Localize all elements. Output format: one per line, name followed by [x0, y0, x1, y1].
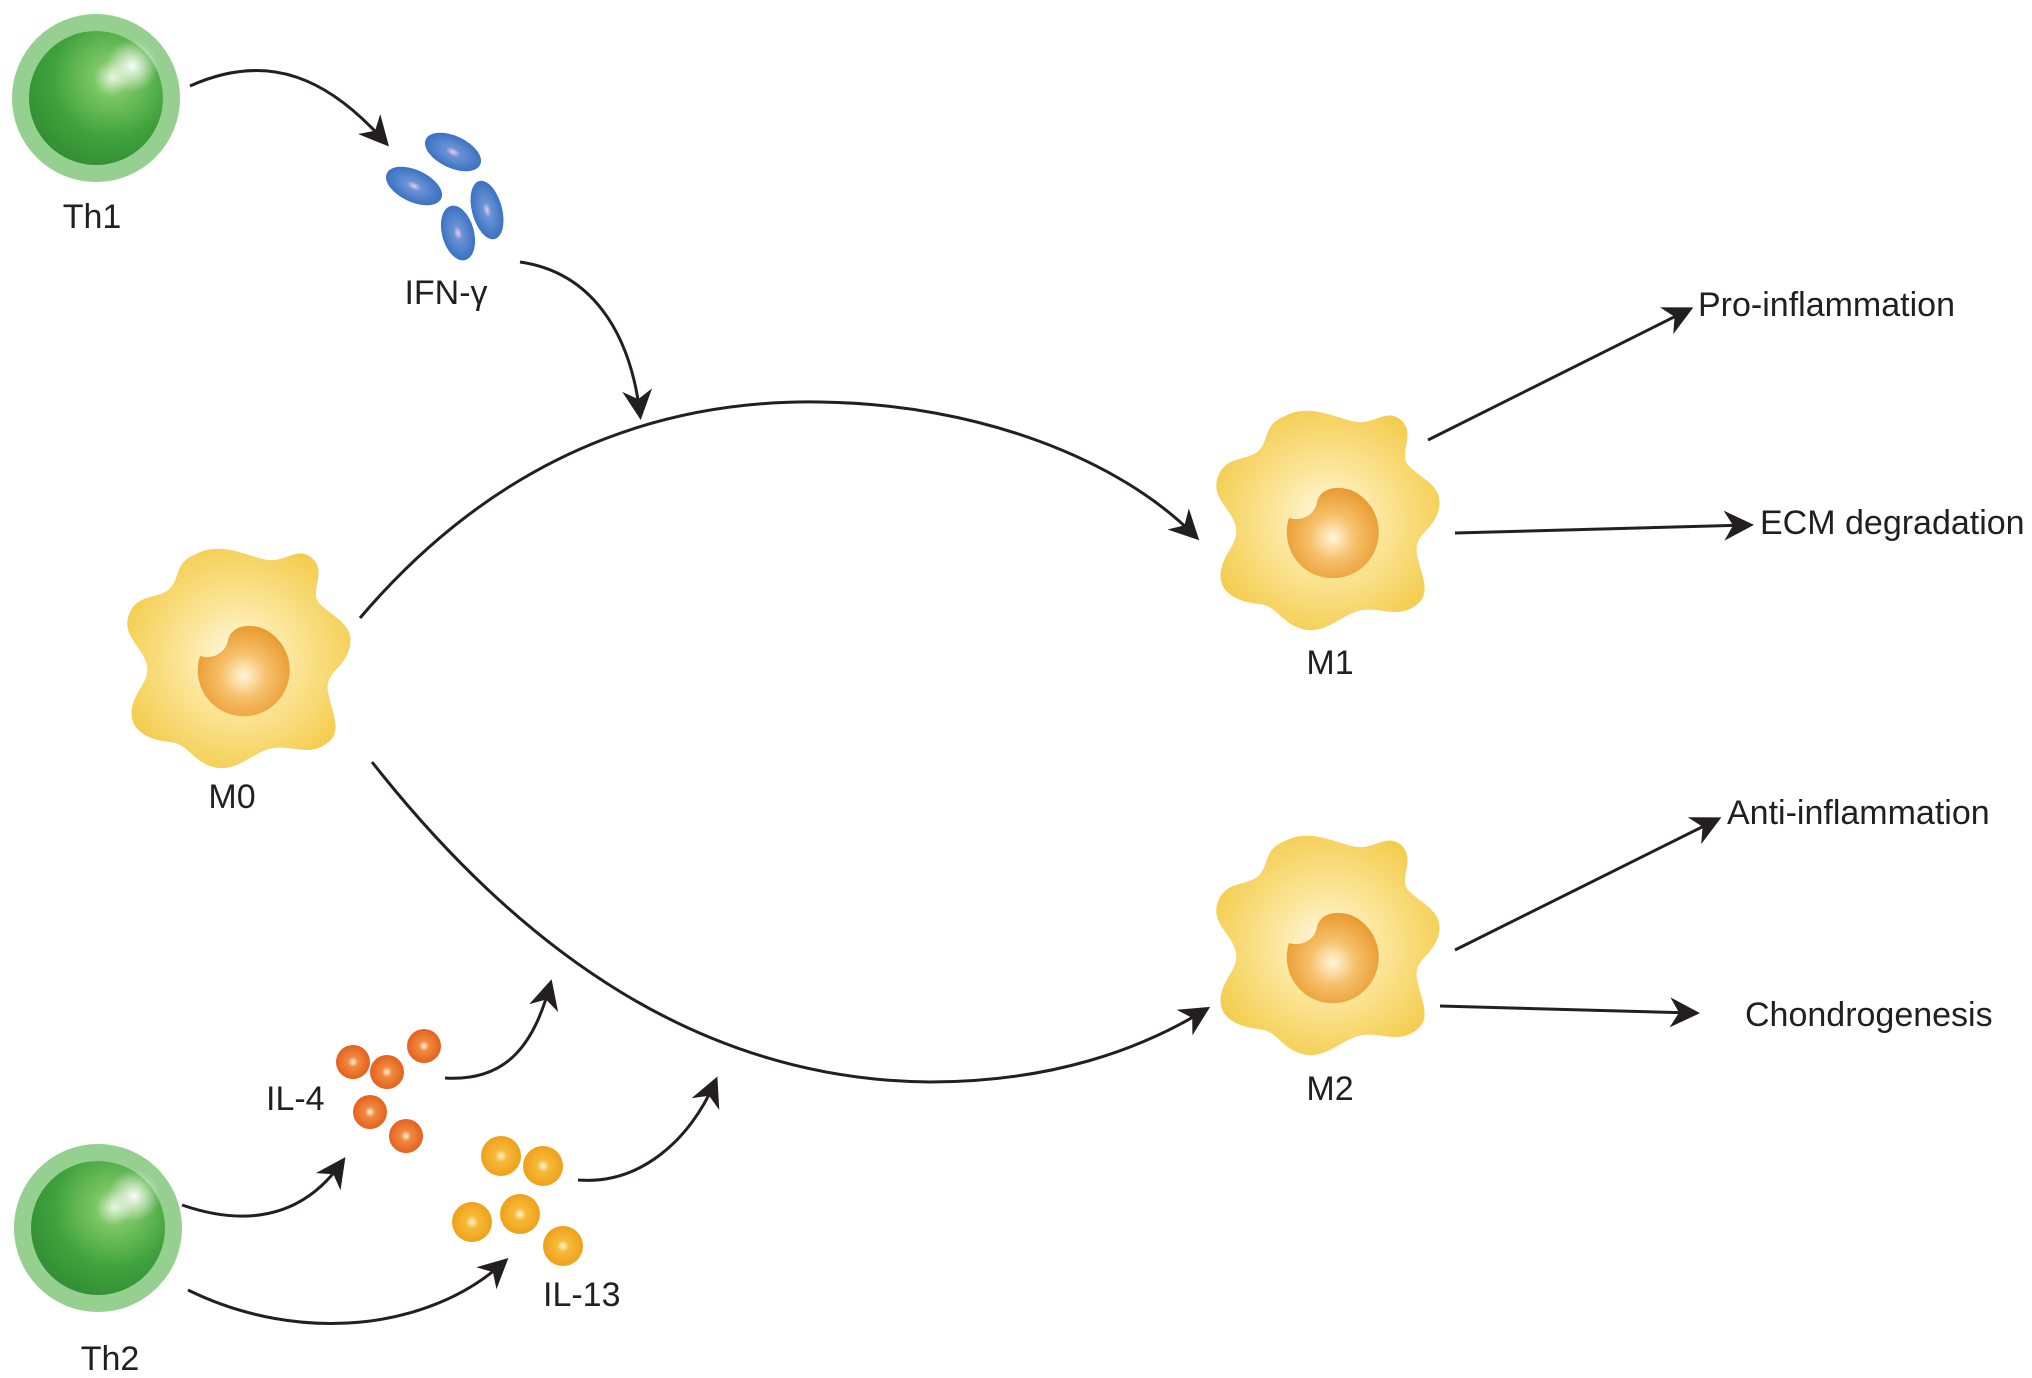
chondrogenesis-label: Chondrogenesis	[1745, 996, 1993, 1034]
m2-macrophage	[1216, 835, 1440, 1056]
anti-inflammation-label: Anti-inflammation	[1727, 794, 1990, 832]
m1-macrophage	[1216, 410, 1440, 631]
arrow-m2-to-anti-inflammation	[1454, 817, 1722, 952]
ifn-gamma-label: IFN-γ	[404, 274, 488, 312]
th2-cell	[14, 1144, 182, 1312]
il13-label: IL-13	[543, 1276, 621, 1314]
m0-macrophage	[127, 548, 351, 769]
m2-label: M2	[1306, 1070, 1354, 1108]
arrow-m0-to-m2	[370, 761, 1211, 1084]
il4-molecules	[336, 1029, 441, 1153]
arrow-il13-to-m2-path	[577, 1076, 720, 1182]
arrow-m2-to-chondrogenesis	[1439, 997, 1700, 1028]
m1-label: M1	[1306, 644, 1354, 682]
il13-molecules	[452, 1136, 583, 1266]
arrow-th2-to-il4	[181, 1157, 346, 1218]
th1-cell	[12, 14, 180, 182]
th1-label: Th1	[62, 198, 122, 236]
pro-inflammation-label: Pro-inflammation	[1698, 286, 1955, 324]
arrow-il4-to-m2-path	[444, 979, 559, 1080]
arrow-th1-to-ifn-gamma	[189, 69, 389, 147]
ifn-gamma-molecules	[385, 132, 504, 261]
ecm-degradation-label: ECM degradation	[1760, 504, 2025, 542]
arrow-m0-to-m1	[358, 400, 1200, 619]
arrow-ifn-gamma-to-m1-path	[519, 260, 653, 420]
arrow-m1-to-ecm-degradation	[1454, 510, 1754, 541]
arrow-th2-to-il13	[187, 1257, 509, 1326]
m0-label: M0	[208, 778, 256, 816]
arrow-m1-to-pro-inflammation	[1427, 307, 1694, 442]
th2-label: Th2	[80, 1340, 140, 1378]
il4-label: IL-4	[266, 1080, 325, 1118]
